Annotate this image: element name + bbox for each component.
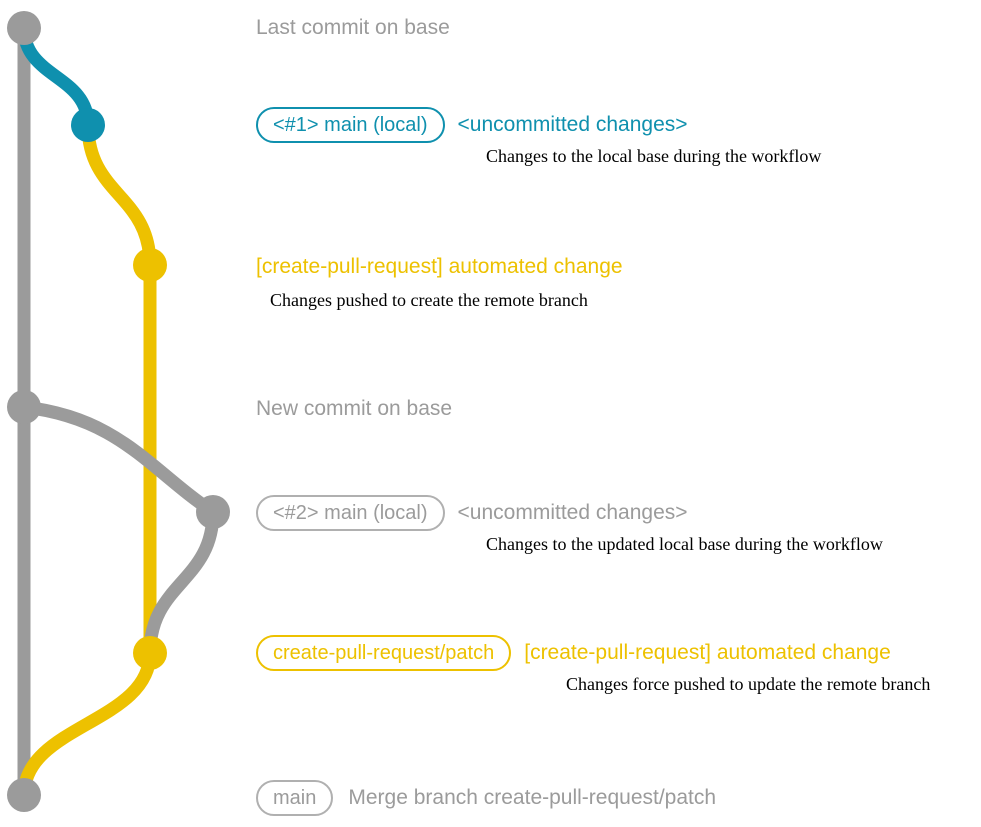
edge-basenew-to-local2 — [17, 400, 220, 519]
commit-subject: New commit on base — [256, 397, 453, 420]
commit-node-base-merge[interactable] — [7, 778, 41, 812]
ref-badge-main-local-2[interactable]: <#2> main (local) — [256, 495, 445, 531]
commit-row-base-last: Last commit on base — [256, 10, 450, 46]
commit-row-remote-2: create-pull-request/patch [create-pull-r… — [256, 635, 891, 671]
ref-badge-main-local-1[interactable]: <#1> main (local) — [256, 107, 445, 143]
commit-subject: <uncommitted changes> — [457, 113, 688, 136]
commit-subject: <uncommitted changes> — [457, 501, 688, 524]
commit-node-base-new[interactable] — [7, 390, 41, 424]
edge-base-to-local1 — [17, 21, 95, 132]
commit-subject: [create-pull-request] automated change — [524, 641, 891, 664]
commit-subject: Last commit on base — [256, 16, 450, 39]
commit-note-remote-2: Changes force pushed to update the remot… — [566, 674, 931, 694]
commit-row-remote-1: [create-pull-request] automated change — [256, 252, 623, 282]
commit-node-remote-1[interactable] — [133, 248, 167, 282]
commit-node-local-1[interactable] — [71, 108, 105, 142]
commit-note-local-1: Changes to the local base during the wor… — [486, 146, 822, 166]
commit-row-local-1: <#1> main (local) <uncommitted changes> — [256, 107, 688, 143]
ref-badge-create-pull-request-patch[interactable]: create-pull-request/patch — [256, 635, 512, 671]
commit-row-local-2: <#2> main (local) <uncommitted changes> — [256, 495, 688, 531]
commit-row-base-new: New commit on base — [256, 394, 452, 424]
commit-subject: [create-pull-request] automated change — [256, 255, 623, 278]
commit-note-local-2: Changes to the updated local base during… — [486, 534, 883, 554]
edge-local2-to-remote2 — [143, 505, 220, 660]
commit-subject: Merge branch create-pull-request/patch — [348, 786, 717, 809]
commit-row-base-merge: main Merge branch create-pull-request/pa… — [256, 780, 716, 816]
edge-local1-to-remote1 — [81, 118, 157, 272]
edge-remote2-to-merge — [17, 646, 157, 802]
ref-badge-main[interactable]: main — [256, 780, 334, 816]
commit-note-remote-1: Changes pushed to create the remote bran… — [270, 290, 588, 310]
commit-node-local-2[interactable] — [196, 495, 230, 529]
commit-node-base-last[interactable] — [7, 11, 41, 45]
commit-node-remote-2[interactable] — [133, 636, 167, 670]
